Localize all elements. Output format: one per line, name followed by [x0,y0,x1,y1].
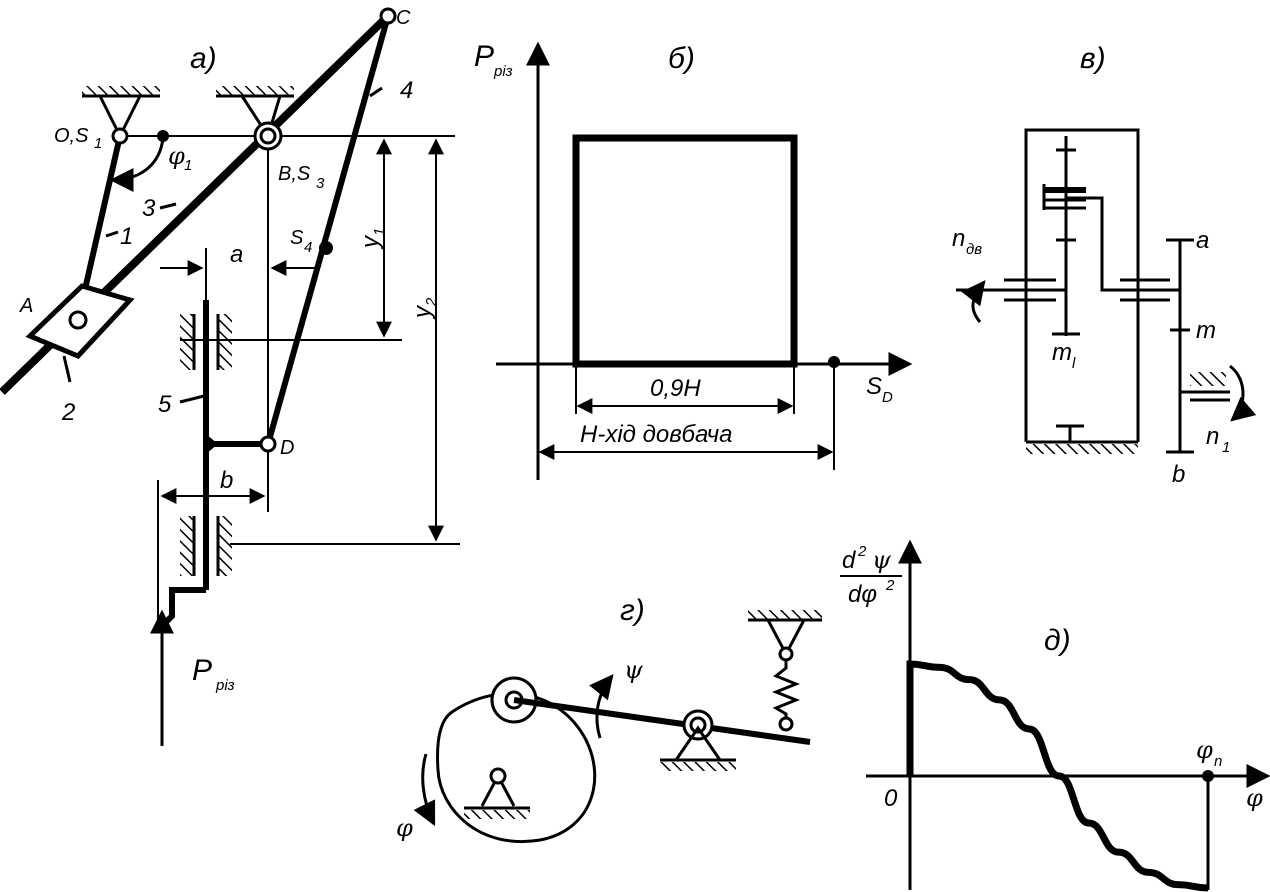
label-phi-cam: φ [396,814,413,842]
origin-label: 0 [884,785,898,812]
label-link-1: 1 [120,223,133,250]
axis-S-sub: D [882,389,893,406]
label-D: D [280,437,294,459]
label-phi1: φ [168,142,185,170]
ram-guide-upper [180,314,232,370]
panel-b-caption: б) [668,42,695,75]
label-link-2: 2 [61,399,75,426]
x-axis-label: φ [1246,784,1263,812]
slider-block-2 [25,283,135,383]
label-a: a [230,241,243,268]
acceleration-curve [906,660,1209,892]
label-P: P [192,654,212,687]
angle-phi1-arrow [109,137,165,192]
joint-C [379,7,397,25]
cam-profile [436,692,597,843]
panel-d-caption: д) [1044,624,1071,657]
label-n1: n [1206,423,1219,450]
spring [771,660,801,718]
panel-v-gearbox: в) n дв [952,42,1257,488]
panel-v-caption: в) [1080,42,1106,75]
panel-a-mechanism: а) [0,7,460,746]
label-n-dv: n [952,225,965,252]
label-y1-sub: 1 [371,228,388,236]
joint-B-inner [259,127,277,145]
label-B-sub: 3 [316,175,325,192]
label-C: C [396,7,411,29]
label-link-5: 5 [158,391,172,418]
rocker-arm [513,697,811,745]
label-m: m [1196,317,1216,344]
panel-g-cam: г) ψ φ [396,594,822,843]
n-dv-rotation-arrow [961,280,986,323]
label-A: A [19,295,33,317]
phi-n-label: φ [1196,736,1213,764]
phi-arrow [413,753,436,827]
label-B: B,S [278,163,311,185]
point-phi1 [157,130,169,142]
panel-d-chart: д) d 2 ψ dφ 2 0 φ n φ [840,539,1270,892]
label-S4: S [290,227,304,249]
y-label-sup: 2 [857,543,867,560]
label-S4-sub: 4 [304,239,312,256]
label-H-stroke: H-хід довбача [580,421,732,448]
label-O: O,S [54,125,89,147]
y-label-d: d [842,547,856,574]
label-ml-sub: l [1072,355,1076,372]
label-y2-sub: 2 [423,297,440,307]
ground-support-B [216,86,294,140]
label-phi1-sub: 1 [184,157,192,174]
label-link-3: 3 [142,195,156,222]
label-y2: y [409,304,436,320]
label-n1-sub: 1 [1222,439,1230,456]
label-y1: y [357,234,384,250]
gearbox-frame [1024,128,1140,442]
label-n-dv-sub: дв [966,241,982,258]
chart-curve-layer [906,660,1209,892]
joint-D [259,435,277,453]
ram-guide-lower [180,516,232,576]
point-S4 [319,241,333,255]
label-O-sub: 1 [94,135,102,152]
label-ml: m [1052,339,1072,366]
panel-g-caption: г) [620,594,645,627]
label-a-wheel: a [1196,227,1209,254]
label-link-4: 4 [400,77,413,104]
link-4-connecting-rod [265,15,391,445]
panel-a-caption: а) [190,42,217,75]
stroke-end-point [828,356,840,368]
phi-n-point [1202,770,1214,782]
phi-n-sub: n [1214,753,1222,770]
y-label-den: dφ [848,581,877,608]
label-b: b [220,467,233,494]
axis-S-label: S [866,373,882,400]
label-P-sub: різ [215,677,235,694]
ground-hatch-gearbox [1026,444,1138,454]
joint-O [111,127,129,145]
psi-arrow [589,674,614,739]
carrier-arm [1066,196,1180,292]
n1-rotation-arrow [1229,364,1257,422]
label-b-wheel: b [1172,461,1185,488]
force-rectangle [572,134,798,368]
panel-b-force-diagram: б) P різ S D 0,9H H-хід довбача [474,40,913,480]
axis-P-sub: різ [493,63,513,80]
y-label-psi: ψ [872,546,892,574]
y-label-den-sup: 2 [885,577,895,594]
ram-link-5 [157,300,268,629]
label-psi: ψ [624,656,644,684]
label-0-9H: 0,9H [650,375,701,402]
axis-P-label: P [474,40,494,73]
